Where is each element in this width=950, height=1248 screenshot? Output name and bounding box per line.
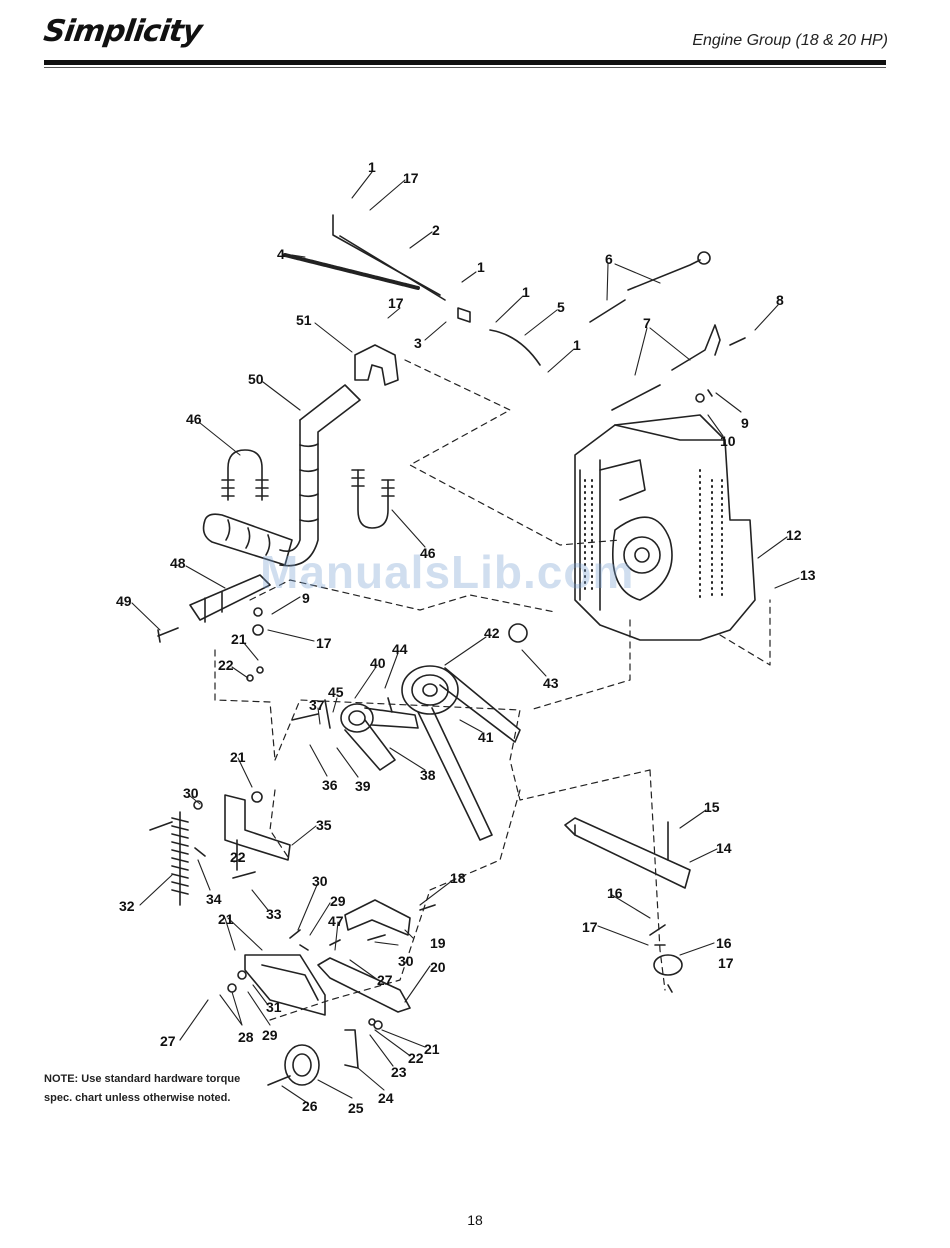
nut xyxy=(251,791,263,803)
callout-label: 25 xyxy=(348,1100,364,1116)
washer xyxy=(193,800,203,810)
idler-bracket xyxy=(224,794,291,871)
callout-label: 21 xyxy=(424,1041,440,1057)
callout-label: 4 xyxy=(277,246,285,262)
engine-block xyxy=(574,414,756,641)
callout-label: 50 xyxy=(248,371,264,387)
callout-label: 21 xyxy=(231,631,247,647)
callout-label: 30 xyxy=(312,873,328,889)
callout-label: 19 xyxy=(430,935,446,951)
callout-label: 44 xyxy=(392,641,408,657)
header-rule xyxy=(44,60,886,65)
callout-label: 8 xyxy=(776,292,784,308)
callout-label: 1 xyxy=(573,337,581,353)
callout-label: 29 xyxy=(262,1027,278,1043)
callout-label: 16 xyxy=(607,885,623,901)
callout-label: 1 xyxy=(368,159,376,175)
callout-label: 7 xyxy=(643,315,651,331)
engine-support-bar xyxy=(564,817,691,889)
hardware-note: NOTE: Use standard hardware torque spec.… xyxy=(44,1073,241,1104)
header-rule-thin xyxy=(44,67,886,68)
callout-label: 17 xyxy=(403,170,419,186)
callout-label: 35 xyxy=(316,817,332,833)
callout-labels: 1 17 2 4 1 3 17 51 1 5 1 6 8 7 9 10 50 4… xyxy=(116,159,816,1116)
hardware-30-34 xyxy=(149,821,256,879)
callout-label: 15 xyxy=(704,799,720,815)
callout-label: 6 xyxy=(605,251,613,267)
leader-lines xyxy=(131,171,800,1103)
callout-label: 34 xyxy=(206,891,222,907)
callout-label: 39 xyxy=(355,778,371,794)
callout-label: 48 xyxy=(170,555,186,571)
callout-label: 17 xyxy=(316,635,332,651)
callout-label: 10 xyxy=(720,433,736,449)
throttle-rods xyxy=(283,214,446,301)
callout-label: 1 xyxy=(477,259,485,275)
pipe-clamp-bracket xyxy=(354,344,399,386)
callout-label: 45 xyxy=(328,684,344,700)
callout-label: 12 xyxy=(786,527,802,543)
callout-label: 31 xyxy=(266,999,282,1015)
callout-label: 51 xyxy=(296,312,312,328)
callout-label: 46 xyxy=(420,545,436,561)
callout-label: 22 xyxy=(218,657,234,673)
linkage-parts xyxy=(457,251,746,411)
pulley-large xyxy=(401,665,521,841)
callout-label: 32 xyxy=(119,898,135,914)
callout-label: 3 xyxy=(414,335,422,351)
callout-label: 43 xyxy=(543,675,559,691)
muffler-bracket xyxy=(157,574,271,682)
callout-label: 37 xyxy=(309,697,325,713)
callout-label: 41 xyxy=(478,729,494,745)
page-title: Engine Group (18 & 20 HP) xyxy=(692,32,888,49)
ball-knob xyxy=(508,623,528,643)
callout-label: 17 xyxy=(582,919,598,935)
callout-label: 40 xyxy=(370,655,386,671)
callout-label: 28 xyxy=(238,1029,254,1045)
callout-label: 33 xyxy=(266,906,282,922)
callout-label: 38 xyxy=(420,767,436,783)
callout-label: 49 xyxy=(116,593,132,609)
bolts-36-37 xyxy=(291,697,393,729)
callout-label: 27 xyxy=(377,972,393,988)
callout-label: 46 xyxy=(186,411,202,427)
callout-label: 14 xyxy=(716,840,732,856)
idler-pulley xyxy=(267,1044,320,1086)
assembly-dashed-lines xyxy=(214,359,771,1021)
callout-label: 22 xyxy=(230,849,246,865)
callout-label: 29 xyxy=(330,893,346,909)
callout-label: 18 xyxy=(450,870,466,886)
spring xyxy=(171,811,189,906)
callout-label: 9 xyxy=(302,590,310,606)
callout-label: 2 xyxy=(432,222,440,238)
callout-label: 21 xyxy=(230,749,246,765)
callout-label: 1 xyxy=(522,284,530,300)
u-bolt-left xyxy=(221,449,269,501)
callout-label: 42 xyxy=(484,625,500,641)
muffler-pipe xyxy=(202,384,361,567)
callout-label: 21 xyxy=(218,911,234,927)
pulley-small xyxy=(340,703,419,771)
callout-label: 47 xyxy=(328,913,344,929)
callout-label: 23 xyxy=(391,1064,407,1080)
callout-label: 17 xyxy=(718,955,734,971)
callout-label: 22 xyxy=(408,1050,424,1066)
lower-brackets xyxy=(227,899,683,1069)
callout-label: 24 xyxy=(378,1090,394,1106)
callout-label: 5 xyxy=(557,299,565,315)
page-number: 18 xyxy=(467,1212,483,1228)
callout-label: 26 xyxy=(302,1098,318,1114)
u-bolt-right xyxy=(351,469,395,529)
callout-label: 30 xyxy=(398,953,414,969)
callout-label: 30 xyxy=(183,785,199,801)
callout-label: 13 xyxy=(800,567,816,583)
callout-label: 16 xyxy=(716,935,732,951)
callout-label: 17 xyxy=(388,295,404,311)
callout-label: 20 xyxy=(430,959,446,975)
watermark: ManualsLib.com xyxy=(260,546,635,598)
callout-label: 36 xyxy=(322,777,338,793)
callout-label: 9 xyxy=(741,415,749,431)
callout-label: 27 xyxy=(160,1033,176,1049)
